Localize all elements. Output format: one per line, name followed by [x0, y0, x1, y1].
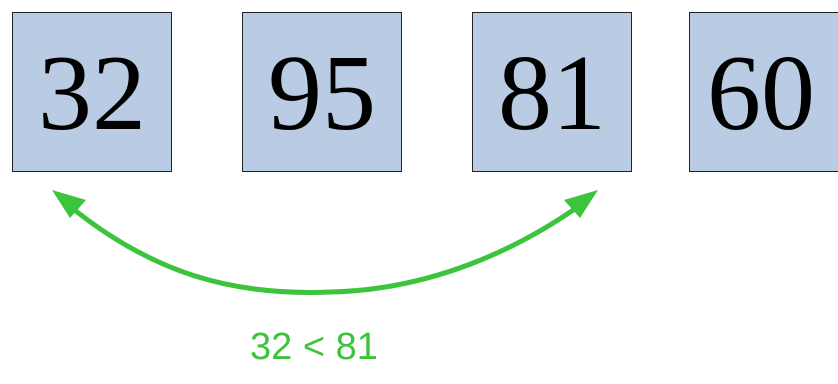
- array-cell-1: 95: [242, 12, 402, 172]
- array-cell-1-value: 95: [268, 34, 376, 153]
- array-cell-3-value: 60: [707, 34, 815, 153]
- comparison-label: 32 < 81: [250, 326, 378, 368]
- array-cell-0: 32: [12, 12, 172, 172]
- array-cell-2-value: 81: [498, 34, 606, 153]
- comparison-arrow-curve: [57, 195, 593, 295]
- arrow-head-left: [52, 190, 86, 218]
- array-cell-2: 81: [472, 12, 632, 172]
- arrow-head-right: [564, 190, 598, 218]
- array-cell-3: 60: [689, 12, 838, 172]
- array-cell-0-value: 32: [38, 34, 146, 153]
